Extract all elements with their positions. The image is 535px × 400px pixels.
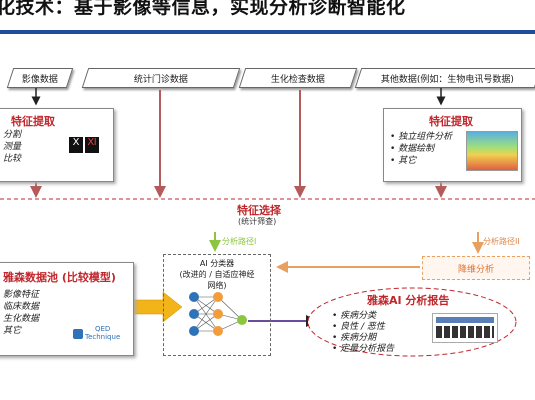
left-extraction-item-2: 测量 [3, 142, 22, 152]
left-extraction-title: 特征提取 [11, 115, 55, 128]
classifier-line-2: (改进的 / 自适应神经 [179, 270, 255, 279]
classifier-line-3: 网络) [207, 281, 227, 290]
qed-logo-icon [73, 329, 83, 339]
data-pool-item-4: 其它 [3, 326, 22, 336]
analysis-path-2-label: 分析路径II [483, 237, 520, 246]
report-item-4-text: 定量分析报告 [340, 344, 395, 354]
nn-output-node [237, 315, 247, 325]
dimension-reduction-box: 降维分析 [422, 256, 530, 280]
report-item-3: • 疾病分期 [332, 333, 377, 343]
left-extraction-item-3: 比较 [3, 154, 22, 164]
report-item-2-text: 良性 / 恶性 [340, 322, 385, 332]
report-title: 雅森AI 分析报告 [367, 294, 450, 307]
nn-input-node-3 [189, 326, 199, 336]
right-extraction-item-1: • 独立组件分析 [390, 132, 453, 142]
right-extraction-item-3-text: 其它 [398, 156, 417, 166]
right-extraction-item-2-text: 数据绘制 [398, 144, 435, 154]
report-item-1-text: 疾病分类 [340, 311, 377, 321]
dimension-reduction-label: 降维分析 [457, 264, 494, 275]
xray-thumbnail-2: Ⅺ [85, 137, 99, 153]
qed-logo-line-1: QED [94, 325, 111, 333]
qed-logo-text: QED Technique [85, 325, 120, 341]
data-pool-box: 雅森数据池 (比较模型) 影像特征 临床数据 生化数据 其它 QED Techn… [0, 262, 134, 356]
classifier-line-1: AI 分类器 [199, 259, 235, 268]
report-item-1: • 疾病分类 [332, 311, 377, 321]
nn-input-node-1 [189, 292, 199, 302]
title-underline [0, 30, 535, 34]
report-item-4: • 定量分析报告 [332, 344, 395, 354]
selection-subtitle: (统计筛查) [238, 217, 277, 226]
right-extraction-item-1-text: 独立组件分析 [398, 132, 453, 142]
data-pool-item-3: 生化数据 [3, 314, 40, 324]
report-item-2: • 良性 / 恶性 [332, 322, 385, 332]
report-thumbnail [432, 313, 498, 343]
report-item-3-text: 疾病分期 [340, 333, 377, 343]
ai-classifier-box: AI 分类器 (改进的 / 自适应神经 网络) [163, 254, 271, 356]
data-pool-title: 雅森数据池 (比较模型) [3, 271, 116, 284]
page-title: 化技术：基于影像等信息，实现分析诊断智能化 [0, 0, 406, 18]
right-extraction-item-3: • 其它 [390, 156, 417, 166]
left-extraction-item-1: 分割 [3, 130, 22, 140]
qed-logo-line-2: Technique [85, 333, 121, 341]
analysis-path-1-label: 分析路径I [222, 237, 257, 246]
xray-thumbnail-1: Ⅹ [69, 137, 83, 153]
nn-hidden-node-3 [213, 326, 223, 336]
nn-hidden-node-2 [213, 309, 223, 319]
right-extraction-box: 特征提取 • 独立组件分析 • 数据绘制 • 其它 [383, 108, 522, 182]
right-extraction-title: 特征提取 [429, 115, 473, 128]
nn-hidden-node-1 [213, 292, 223, 302]
signal-heatmap-thumbnail [466, 131, 518, 171]
selection-title: 特征选择 [237, 204, 281, 217]
nn-input-node-2 [189, 309, 199, 319]
data-pool-item-1: 影像特征 [3, 290, 40, 300]
left-extraction-box: 特征提取 分割 测量 比较 Ⅹ Ⅺ [0, 108, 114, 182]
right-extraction-item-2: • 数据绘制 [390, 144, 435, 154]
data-pool-item-2: 临床数据 [3, 302, 40, 312]
